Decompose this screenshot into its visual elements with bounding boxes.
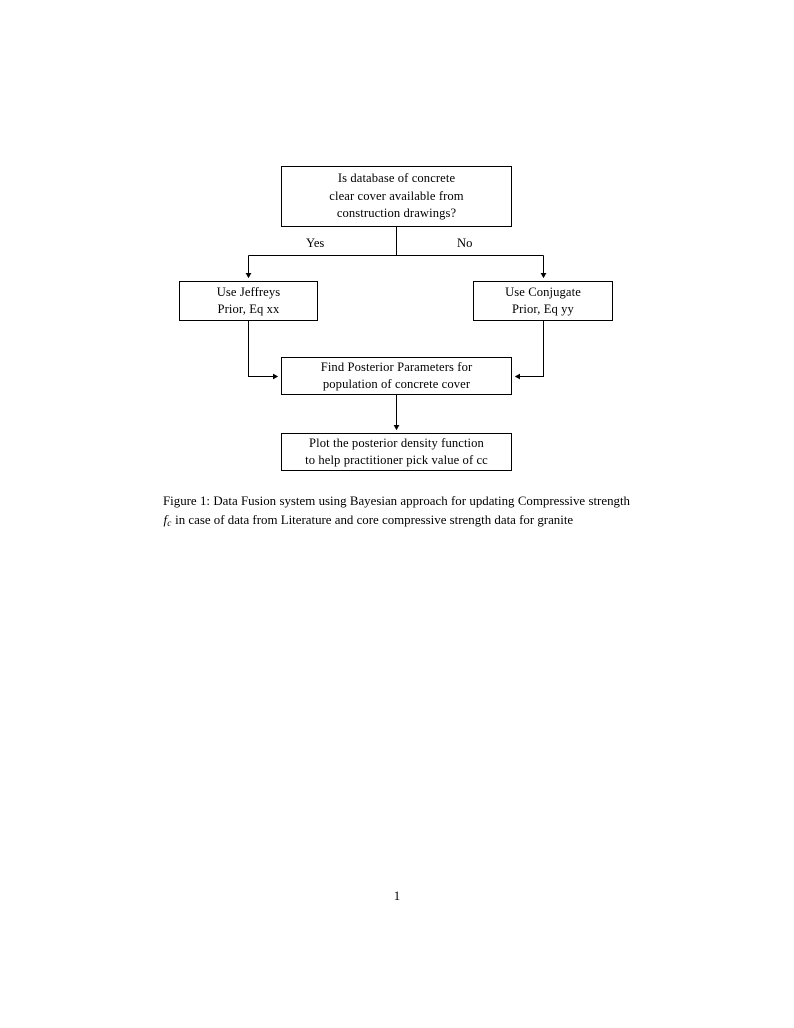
flow-node-find-posterior-parameters: Find Posterior Parameters for population… <box>281 357 512 395</box>
figure-flowchart: Is database of concrete clear cover avai… <box>0 0 794 490</box>
node-line: Find Posterior Parameters for <box>320 359 473 374</box>
node-line: Prior, Eq yy <box>512 302 574 316</box>
node-line: population of concrete cover <box>322 377 471 391</box>
flow-node-use-jeffreys-prior: Use Jeffreys Prior, Eq xx <box>179 281 318 321</box>
edge-label-no: No <box>457 236 473 250</box>
page-number: 1 <box>393 889 401 903</box>
math-symbol: f <box>163 512 168 527</box>
caption-math-fc: fc <box>163 512 172 529</box>
caption-text-before-math: Data Fusion system using Bayesian approa… <box>210 494 630 508</box>
edge-label-yes: Yes <box>306 236 325 250</box>
caption-label: Figure 1: <box>163 494 211 508</box>
node-line: Use Conjugate <box>505 284 581 299</box>
math-subscript: c <box>167 518 172 529</box>
edge-conjugate-to-posterior <box>514 321 544 380</box>
node-line: to help practitioner pick value of cc <box>305 453 488 467</box>
node-line: Use Jeffreys <box>216 284 281 299</box>
flow-node-plot-posterior-density: Plot the posterior density function to h… <box>281 433 512 471</box>
node-line: construction drawings? <box>336 206 457 221</box>
node-line: Prior, Eq xx <box>217 302 280 316</box>
flowchart-connectors <box>245 227 547 431</box>
node-line: Plot the posterior density function <box>309 435 484 450</box>
flow-node-use-conjugate-prior: Use Conjugate Prior, Eq yy <box>473 281 613 321</box>
caption-text-after-math: in case of data from Literature and core… <box>171 512 574 527</box>
figure-caption: Figure 1: Data Fusion system using Bayes… <box>163 492 630 533</box>
node-line: clear cover available from <box>329 188 464 203</box>
flow-node-decision-database-available: Is database of concrete clear cover avai… <box>281 166 512 227</box>
edge-jeffreys-to-posterior <box>248 321 279 380</box>
node-line: Is database of concrete <box>337 171 456 186</box>
